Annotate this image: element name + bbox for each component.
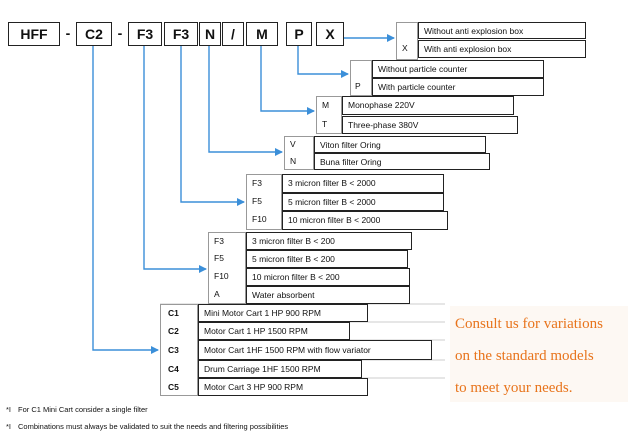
particle-code-column xyxy=(350,60,372,96)
phase-code-column xyxy=(316,96,342,134)
code-segment-filter-1: F3 xyxy=(128,22,162,46)
code-separator: - xyxy=(117,25,123,41)
option-label: Motor Cart 3 HP 900 RPM xyxy=(198,378,368,396)
code-segment-particle: P xyxy=(286,22,312,46)
footnote-bullet: *I xyxy=(6,422,12,431)
option-code: C5 xyxy=(168,382,179,392)
option-label: Motor Cart 1 HP 1500 RPM xyxy=(198,322,350,340)
arrow-particle xyxy=(297,46,349,78)
option-code: F10 xyxy=(252,214,267,224)
option-label: 3 micron filter B < 200 xyxy=(246,232,412,250)
option-label: 10 micron filter B < 200 xyxy=(246,268,410,286)
consult-line: Consult us for variations xyxy=(455,316,603,332)
arrow-oring xyxy=(208,46,283,156)
footnote-bullet: *I xyxy=(6,405,12,414)
option-code: F3 xyxy=(252,178,262,188)
option-code: F5 xyxy=(252,196,262,206)
option-code: F3 xyxy=(214,236,224,246)
option-code: N xyxy=(290,156,297,166)
footnote-text: For C1 Mini Cart consider a single filte… xyxy=(18,405,148,414)
oring-code-column xyxy=(284,136,314,170)
option-label: Without anti explosion box xyxy=(418,22,586,39)
code-segment-cart: C2 xyxy=(76,22,112,46)
footnote-text: Combinations must always be validated to… xyxy=(18,422,289,431)
option-code: A xyxy=(214,289,220,299)
option-code: P xyxy=(355,81,361,91)
option-label: 5 micron filter B < 2000 xyxy=(282,193,444,211)
option-code: V xyxy=(290,139,296,149)
consult-note: Consult us for variations on the standar… xyxy=(450,306,628,402)
option-code: C2 xyxy=(168,326,179,336)
option-code: M xyxy=(322,100,330,110)
explosion-code-column xyxy=(396,22,418,60)
arrow-filter-2000 xyxy=(180,46,245,206)
code-segment-explosion: X xyxy=(316,22,344,46)
option-label: Motor Cart 1HF 1500 RPM with flow variat… xyxy=(198,340,432,360)
option-label: Drum Carriage 1HF 1500 RPM xyxy=(198,360,362,378)
filter-200-code-column xyxy=(208,232,246,304)
footnote: *I Combinations must always be validated… xyxy=(6,422,289,431)
code-segment-filter-2: F3 xyxy=(164,22,198,46)
option-label: Three-phase 380V xyxy=(342,116,518,134)
option-label: 10 micron filter B < 2000 xyxy=(282,211,448,230)
code-segment-oring: N xyxy=(199,22,221,46)
option-code: C1 xyxy=(168,308,179,318)
filter-2000-code-column xyxy=(246,174,282,230)
consult-line: on the standard models xyxy=(455,348,594,364)
arrow-phase xyxy=(260,46,315,115)
arrow-cart xyxy=(92,46,159,354)
code-separator: - xyxy=(65,25,71,41)
option-code: C4 xyxy=(168,364,179,374)
option-label: Viton filter Oring xyxy=(314,136,486,153)
arrow-filter-200 xyxy=(143,46,207,273)
option-label: 3 micron filter B < 2000 xyxy=(282,174,444,193)
option-code: T xyxy=(322,119,328,129)
option-label: Water absorbent xyxy=(246,286,410,304)
code-segment-hff: HFF xyxy=(8,22,60,46)
consult-line: to meet your needs. xyxy=(455,380,573,396)
option-code: C3 xyxy=(168,345,179,355)
option-label: Buna filter Oring xyxy=(314,153,490,170)
footnote: *I For C1 Mini Cart consider a single fi… xyxy=(6,405,148,414)
option-code: X xyxy=(402,43,408,53)
code-segment-slash: / xyxy=(222,22,244,46)
option-code: F10 xyxy=(214,271,229,281)
code-segment-phase: M xyxy=(246,22,278,46)
option-label: Without particle counter xyxy=(372,60,544,78)
cart-code-column xyxy=(160,304,198,396)
option-label: Monophase 220V xyxy=(342,96,514,115)
option-label: With anti explosion box xyxy=(418,40,586,58)
option-code: F5 xyxy=(214,253,224,263)
option-label: With particle counter xyxy=(372,78,544,96)
option-label: Mini Motor Cart 1 HP 900 RPM xyxy=(198,304,368,322)
option-label: 5 micron filter B < 200 xyxy=(246,250,408,268)
